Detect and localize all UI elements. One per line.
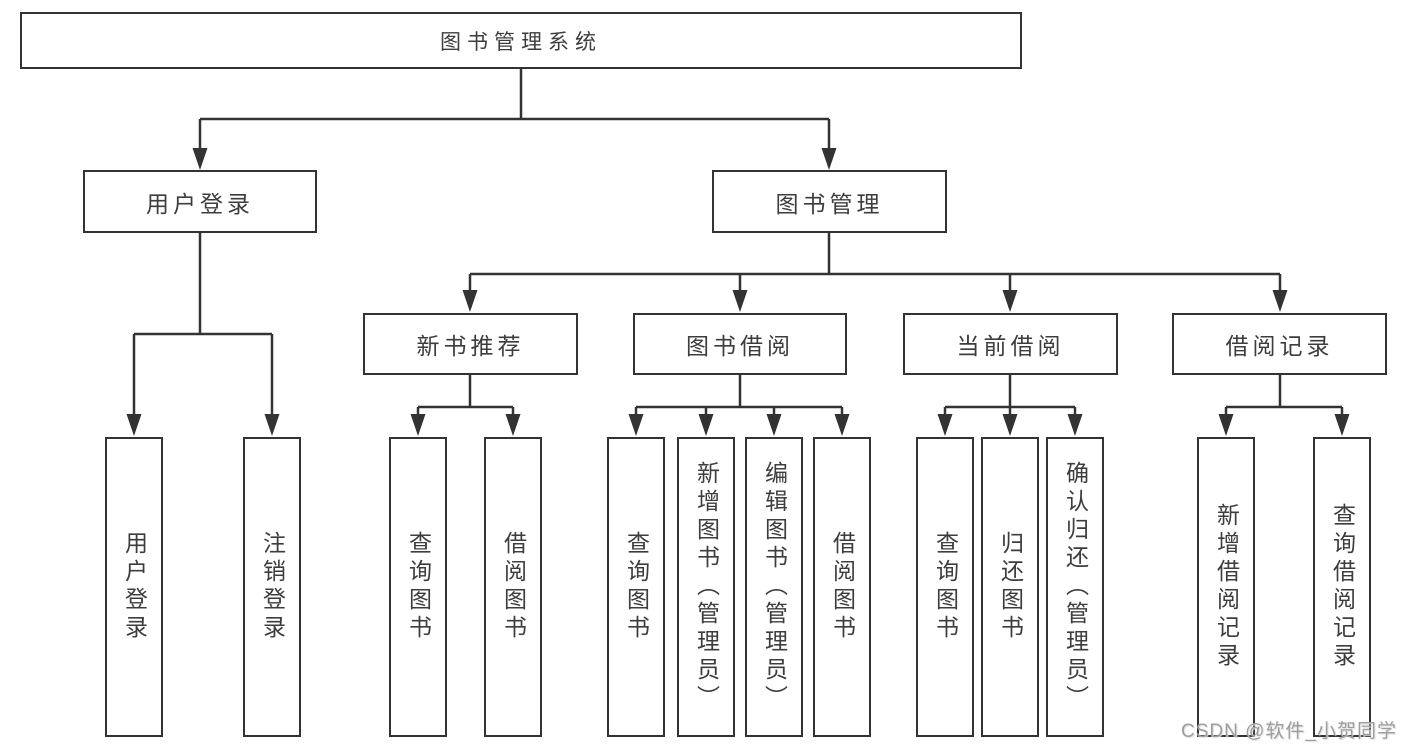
arrow-down-icon xyxy=(821,148,837,170)
arrow-down-icon xyxy=(126,414,142,436)
arrow-down-icon xyxy=(1002,290,1018,312)
leaf-query-book-recommend: 查询图书 xyxy=(389,437,447,737)
node-borrow-records: 借阅记录 xyxy=(1172,313,1387,375)
leaf-borrow-book: 借阅图书 xyxy=(813,437,871,737)
arrow-down-icon xyxy=(732,290,748,312)
leaf-logout: 注销登录 xyxy=(243,437,301,737)
connector-lines xyxy=(132,69,1344,417)
arrow-down-icon xyxy=(1218,414,1234,436)
watermark: CSDN @软件_小贺同学 xyxy=(1181,721,1397,742)
arrow-down-icon xyxy=(834,414,850,436)
arrowhead-icons xyxy=(126,148,1350,436)
arrow-down-icon xyxy=(505,414,521,436)
arrow-down-icon xyxy=(1002,414,1018,436)
arrow-down-icon xyxy=(1272,290,1288,312)
arrow-down-icon xyxy=(264,414,280,436)
leaf-user-login: 用户登录 xyxy=(105,437,163,737)
leaf-edit-book-admin: 编辑图书（管理员） xyxy=(745,437,803,737)
node-new-book-recommend: 新书推荐 xyxy=(363,313,578,375)
leaf-query-book-borrow: 查询图书 xyxy=(607,437,665,737)
arrow-down-icon xyxy=(766,414,782,436)
leaf-return-book: 归还图书 xyxy=(981,437,1039,737)
arrow-down-icon xyxy=(937,414,953,436)
leaf-query-borrow-record: 查询借阅记录 xyxy=(1313,437,1371,737)
node-book-management: 图书管理 xyxy=(712,170,947,233)
node-current-borrow: 当前借阅 xyxy=(903,313,1118,375)
node-user-login: 用户登录 xyxy=(83,170,317,233)
leaf-query-book-current: 查询图书 xyxy=(916,437,974,737)
leaf-add-book-admin: 新增图书（管理员） xyxy=(677,437,735,737)
arrow-down-icon xyxy=(628,414,644,436)
arrow-down-icon xyxy=(462,290,478,312)
node-library-management-system: 图书管理系统 xyxy=(20,12,1022,69)
arrow-down-icon xyxy=(698,414,714,436)
arrow-down-icon xyxy=(1334,414,1350,436)
arrow-down-icon xyxy=(410,414,426,436)
leaf-borrow-book-recommend: 借阅图书 xyxy=(484,437,542,737)
arrow-down-icon xyxy=(192,148,208,170)
leaf-add-borrow-record: 新增借阅记录 xyxy=(1197,437,1255,737)
arrow-down-icon xyxy=(1067,414,1083,436)
leaf-confirm-return-admin: 确认归还（管理员） xyxy=(1046,437,1104,737)
node-book-borrow: 图书借阅 xyxy=(633,313,847,375)
